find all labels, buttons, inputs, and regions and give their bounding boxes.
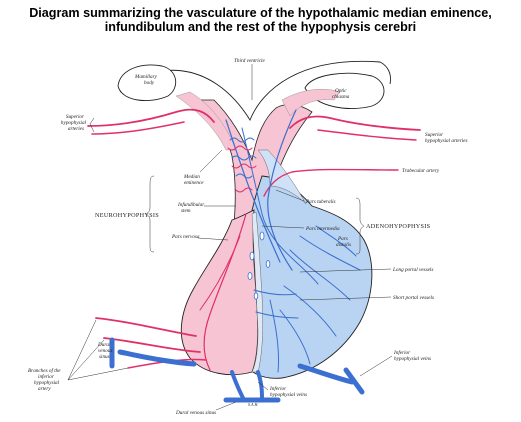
label-distalis-2: distalis [336, 242, 351, 248]
label-pars-intermedia: Pars intermedia [305, 226, 340, 232]
bracket-sup-left [89, 117, 95, 133]
portal-vessel-holes [247, 231, 271, 300]
long-portal-vessel-1 [225, 119, 281, 263]
leader-pars-tuberalis [275, 189, 305, 202]
label-third-ventricle: Third ventricle [234, 58, 265, 64]
short-portal-vessels [253, 289, 299, 319]
dural-sinus-left [117, 349, 197, 367]
inferior-artery-branch-2 [103, 337, 201, 353]
inferior-vein-right [297, 363, 355, 385]
label-sup-right-1: Superior [425, 132, 444, 138]
label-sup-right-2: hypophysial arteries [425, 138, 468, 144]
label-inf-right-1: Inferior [393, 349, 411, 356]
label-branches-1: Branches of the [28, 367, 61, 374]
label-inf-bottom-2: hypophysial veins [270, 392, 307, 398]
leader-inf-bottom [257, 381, 269, 391]
label-neurohypophysis: NEUROHYPOPHYSIS [95, 212, 159, 219]
superior-artery-left-2 [91, 121, 185, 135]
label-infund-2: stem [181, 208, 191, 214]
label-distalis-1: Pars [337, 236, 348, 242]
label-median-1: Median [183, 174, 200, 180]
label-dural-left-2: venous [98, 348, 112, 354]
long-portal-vessel-3 [241, 127, 319, 285]
label-adenohypophysis: ADENOHYPOPHYSIS [366, 223, 431, 230]
superior-artery-right [289, 115, 421, 131]
mamillary-body [117, 64, 177, 101]
label-dural-bottom: Dural venous sinus [175, 410, 216, 416]
label-long-portal: Long portal vessels [392, 267, 433, 273]
label-short-portal: Short portal vessels [393, 295, 434, 301]
anterior-sinusoids [269, 225, 361, 373]
leader-short-portal [299, 296, 392, 301]
label-dural-left-3: sinus [99, 354, 110, 360]
vessels [87, 108, 421, 403]
anatomy [117, 60, 391, 379]
label-signature: S.A.H. [248, 402, 258, 407]
label-infund-1: Infundibular [177, 201, 205, 208]
label-sup-left-1: Superior [66, 114, 85, 120]
label-pars-tuberalis: Pars tuberalis [305, 199, 336, 205]
median-eminence-right [281, 89, 341, 117]
neuro-artery-2 [199, 235, 241, 311]
label-pars-nervosa: Pars nervosa [171, 234, 200, 240]
bracket-adeno [355, 197, 365, 255]
stalk-capillary-2 [227, 145, 257, 193]
label-inf-right-2: hypophysial veins [394, 356, 431, 362]
label-optic-1: Optic [335, 88, 347, 94]
label-dural-left-1: Dural [97, 342, 111, 348]
leader-pars-nervosa [197, 237, 229, 241]
label-sup-left-2: hypophysial [61, 120, 87, 126]
stalk-capillary-1 [229, 137, 257, 179]
label-sup-left-3: arteries [68, 126, 84, 132]
label-mamillary-1: Mamillary [134, 74, 158, 80]
leader-pars-intermedia [261, 225, 305, 229]
labels: Third ventricle Mamillary body Optic chi… [28, 58, 468, 416]
leader-median [199, 149, 223, 173]
long-portal-vessel-2 [267, 109, 297, 271]
label-mamillary-2: body [144, 80, 155, 86]
trabecular-artery [263, 168, 399, 197]
inferior-vein-bottom [230, 370, 246, 402]
leader-dural-bottom [215, 401, 237, 411]
leader-branches [67, 319, 129, 381]
label-branches-3: hypophysial [34, 380, 60, 386]
title-line-2: infundibulum and the rest of the hypophy… [104, 20, 417, 34]
bracket-neuro [145, 175, 155, 253]
label-trabecular: Trabecular artery [402, 168, 440, 174]
label-branches-4: artery [38, 386, 51, 392]
title-line-1: Diagram summarizing the vasculature of t… [29, 6, 492, 20]
label-branches-2: inferior [38, 373, 55, 380]
label-inf-bottom-1: Inferior [269, 385, 287, 392]
superior-artery-left [87, 108, 215, 127]
neuro-artery-1 [203, 213, 247, 371]
inferior-artery-branch-1 [95, 317, 197, 337]
leader-long-portal [299, 268, 392, 273]
inferior-vein-right-end [343, 367, 365, 395]
superior-artery-right-2 [317, 129, 417, 141]
label-optic-2: chiasma [332, 94, 350, 100]
leader-inf-right [359, 355, 393, 377]
label-median-2: eminence [184, 180, 204, 186]
diagram-title: Diagram summarizing the vasculature of t… [0, 6, 521, 34]
